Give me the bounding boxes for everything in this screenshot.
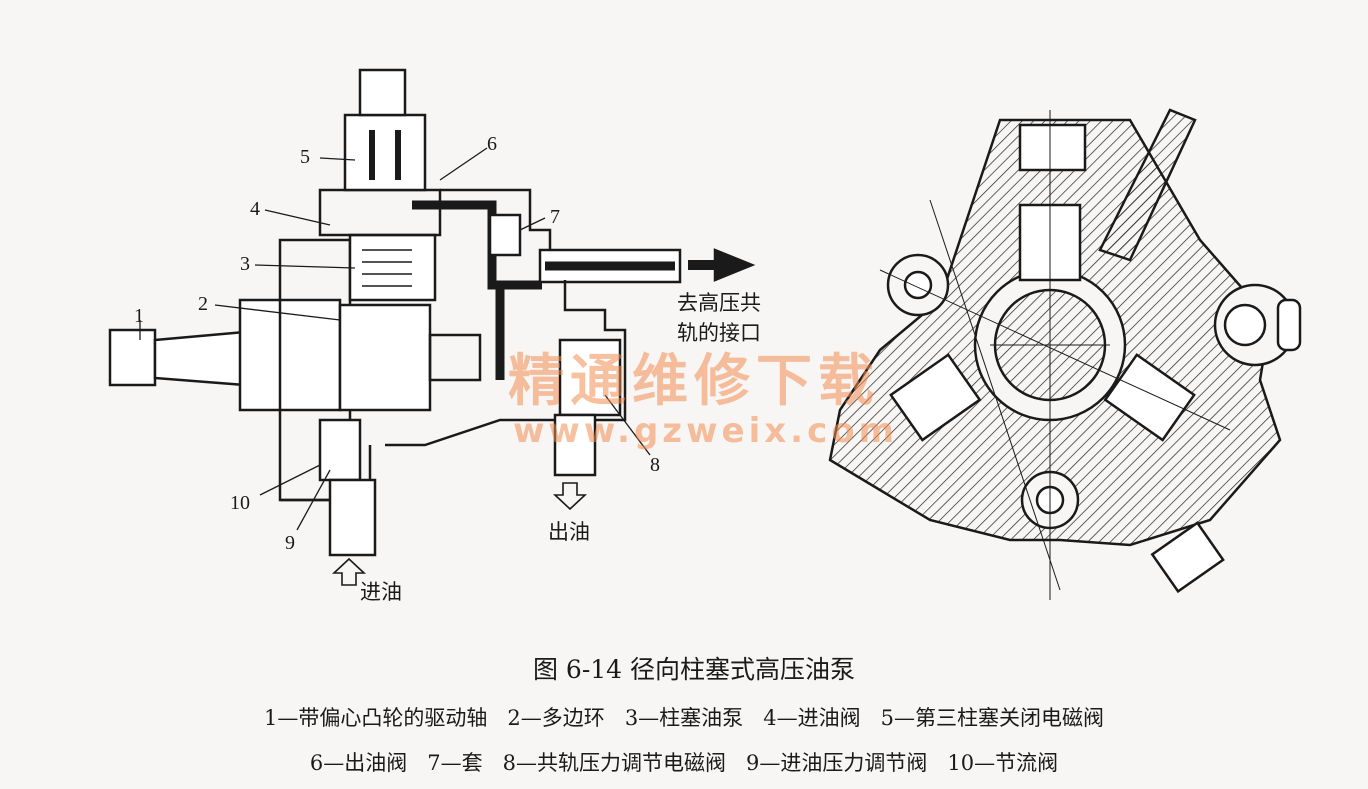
outlet-arrow-icon xyxy=(552,482,588,511)
side-section-view xyxy=(108,68,756,586)
polygon-ring xyxy=(338,303,432,412)
plunger-right xyxy=(1103,353,1196,442)
arrow-right-icon xyxy=(713,248,756,282)
to-rail-label-1: 去高压共 xyxy=(677,291,761,315)
plunger-pump xyxy=(348,233,437,302)
callout-4: 4 xyxy=(250,198,260,220)
drive-shaft-spline xyxy=(108,328,157,387)
front-section-view xyxy=(828,108,1302,600)
inlet-label: 进油 xyxy=(360,580,402,604)
leader-lines xyxy=(139,147,651,531)
watermark-text: 精通维修下载 xyxy=(508,349,880,414)
callout-7: 7 xyxy=(550,206,560,228)
figure-caption-title: 图 6-14 径向柱塞式高压油泵 xyxy=(532,655,856,684)
inlet-arrow-icon xyxy=(331,557,367,586)
callout-2: 2 xyxy=(198,293,208,315)
legend-line-1: 1—带偏心凸轮的驱动轴 2—多边环 3—柱塞油泵 4—进油阀 5—第三柱塞关闭电… xyxy=(264,706,1104,730)
sleeve-7 xyxy=(488,213,522,257)
drive-shaft xyxy=(153,330,247,387)
to-rail-label-2: 轨的接口 xyxy=(677,321,761,345)
legend-line-2: 6—出油阀 7—套 8—共轨压力调节电磁阀 9—进油压力调节阀 10—节流阀 xyxy=(309,751,1059,775)
callout-10: 10 xyxy=(230,492,250,514)
callout-5: 5 xyxy=(300,146,310,168)
inlet-fitting xyxy=(328,478,377,557)
callout-3: 3 xyxy=(240,253,250,275)
solenoid-valve-5 xyxy=(343,113,427,192)
callout-8: 8 xyxy=(650,454,660,476)
outlet-label: 出油 xyxy=(548,520,590,544)
watermark-url: www.gzweix.com xyxy=(513,411,899,451)
callout-9: 9 xyxy=(285,532,295,554)
plunger-left xyxy=(889,353,982,442)
callout-1: 1 xyxy=(134,305,144,327)
callout-6: 6 xyxy=(487,133,497,155)
